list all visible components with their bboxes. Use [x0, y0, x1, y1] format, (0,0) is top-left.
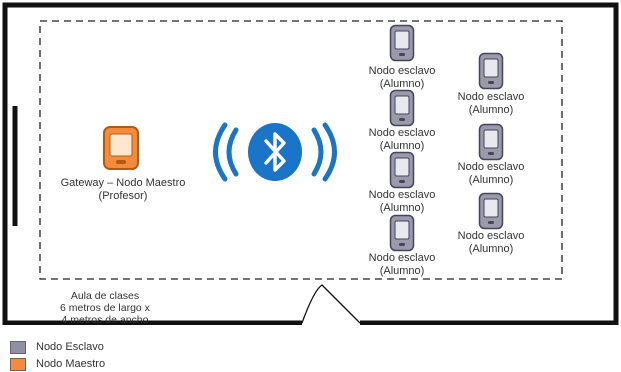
- slave-node-2-label-line2: (Alumno): [379, 140, 425, 152]
- slave-node-5-label: Nodo esclavo (Alumno): [441, 91, 541, 117]
- master-node-label-line1: Gateway – Nodo Maestro: [60, 177, 186, 189]
- slave-node-7: [478, 192, 504, 235]
- slave-node-2-label: Nodo esclavo (Alumno): [352, 127, 452, 153]
- slave-node-1-label: Nodo esclavo (Alumno): [352, 65, 452, 91]
- grey-phone-icon: [389, 151, 415, 189]
- legend-swatch-slave: [10, 340, 26, 354]
- legend-item-slave: Nodo Esclavo: [10, 339, 104, 355]
- slave-node-3-label: Nodo esclavo (Alumno): [352, 189, 452, 215]
- slave-node-3: [389, 151, 415, 194]
- slave-node-4-label-line2: (Alumno): [379, 265, 425, 277]
- grey-phone-icon: [389, 89, 415, 127]
- slave-node-4-label: Nodo esclavo (Alumno): [352, 252, 452, 278]
- slave-node-2-label-line1: Nodo esclavo: [368, 127, 436, 139]
- slave-node-6-label: Nodo esclavo (Alumno): [441, 161, 541, 187]
- bluetooth-signal: [202, 122, 348, 187]
- slave-node-3-label-line1: Nodo esclavo: [368, 189, 436, 201]
- orange-phone-icon: [103, 126, 139, 170]
- slave-node-6-label-line2: (Alumno): [468, 174, 514, 186]
- slave-node-5: [478, 52, 504, 95]
- slave-node-2: [389, 89, 415, 132]
- slave-node-3-label-line2: (Alumno): [379, 202, 425, 214]
- master-node-label: Gateway – Nodo Maestro (Profesor): [38, 177, 208, 203]
- legend-item-master: Nodo Maestro: [10, 356, 105, 372]
- master-node: [102, 125, 140, 176]
- slave-node-1-label-line1: Nodo esclavo: [368, 65, 436, 77]
- slave-node-5-label-line1: Nodo esclavo: [457, 91, 525, 103]
- room-caption-line3: 4 metros de ancho: [61, 314, 149, 326]
- room-caption: Aula de clases 6 metros de largo x 4 met…: [30, 290, 180, 326]
- bluetooth-signal-icon: [213, 122, 337, 182]
- slave-node-7-label-line2: (Alumno): [468, 243, 514, 255]
- grey-phone-icon: [478, 192, 504, 230]
- legend-label-slave: Nodo Esclavo: [36, 341, 104, 353]
- legend-label-master: Nodo Maestro: [36, 358, 106, 370]
- grey-phone-icon: [389, 24, 415, 62]
- grey-phone-icon: [389, 214, 415, 252]
- master-node-label-line2: (Profesor): [98, 190, 148, 202]
- room-caption-line2: 6 metros de largo x: [60, 302, 150, 314]
- slave-node-1: [389, 24, 415, 67]
- legend-swatch-master: [10, 357, 26, 371]
- room-caption-line1: Aula de clases: [70, 290, 140, 302]
- slave-node-7-label: Nodo esclavo (Alumno): [441, 230, 541, 256]
- slave-node-6: [478, 123, 504, 166]
- slave-node-6-label-line1: Nodo esclavo: [457, 161, 525, 173]
- slave-node-4: [389, 214, 415, 257]
- grey-phone-icon: [478, 52, 504, 90]
- grey-phone-icon: [478, 123, 504, 161]
- slave-node-1-label-line2: (Alumno): [379, 78, 425, 90]
- slave-node-7-label-line1: Nodo esclavo: [457, 230, 525, 242]
- classroom-floorplan: [2, 2, 619, 325]
- slave-node-4-label-line1: Nodo esclavo: [368, 252, 436, 264]
- slave-node-5-label-line2: (Alumno): [468, 104, 514, 116]
